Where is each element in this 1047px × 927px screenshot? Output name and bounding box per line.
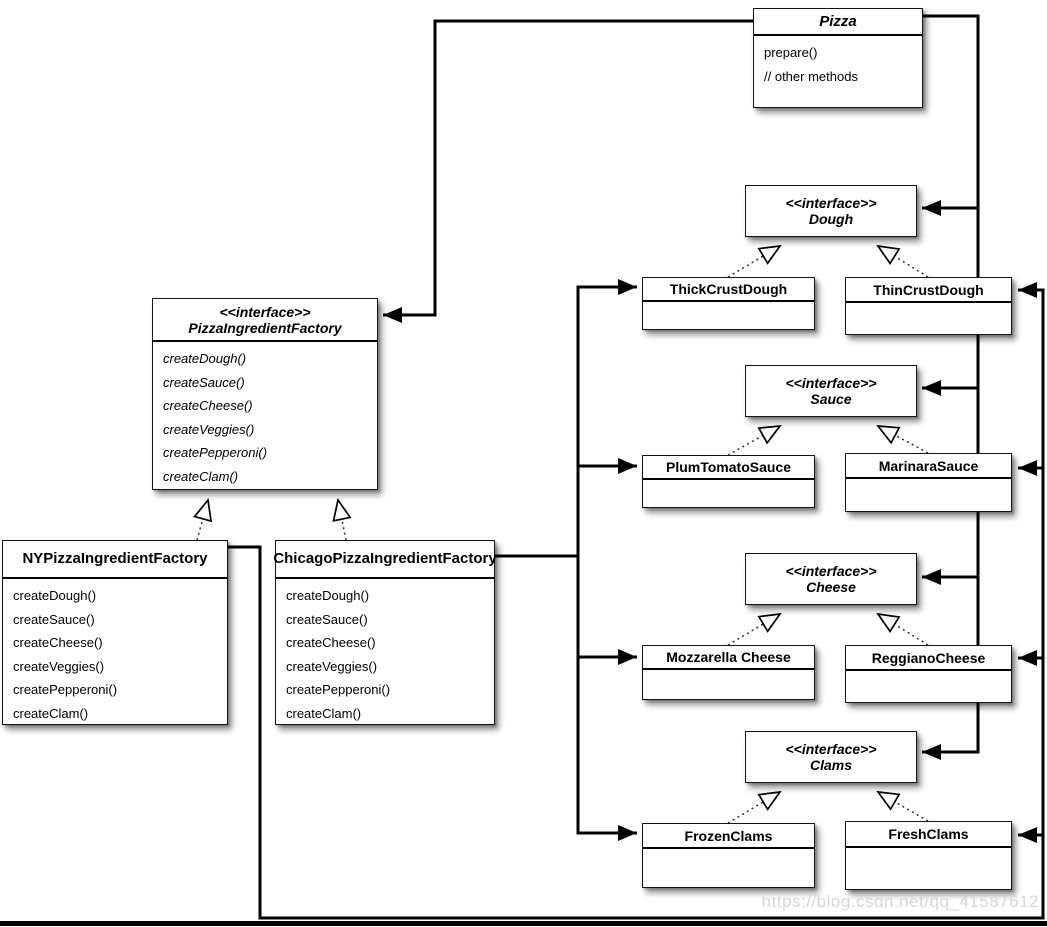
class-pizza: Pizza prepare() // other methods (753, 8, 923, 108)
method: createVeggies() (163, 421, 255, 437)
method: createCheese() (163, 398, 253, 413)
class-title: Mozzarella Cheese (666, 649, 791, 665)
method: createClam() (286, 705, 362, 721)
method: createSauce() (163, 374, 245, 390)
method: createCheese() (13, 635, 103, 650)
bottom-border-bar (0, 921, 1047, 926)
association-pizza-to-ingredient-factory (383, 19, 753, 323)
interface-sauce: <<interface>> Sauce (745, 365, 917, 417)
interface-stereotype: <<interface>> (785, 741, 877, 757)
class-title: Pizza (819, 12, 857, 30)
class-title: FreshClams (888, 826, 969, 842)
method: createDough() (286, 588, 370, 603)
class-title: Sauce (810, 391, 852, 407)
realization-freshclams-implements-clams (876, 790, 929, 822)
class-plum-tomato-sauce: PlumTomatoSauce (642, 455, 815, 508)
class-title: MarinaraSauce (878, 457, 979, 474)
class-title: ReggianoCheese (871, 649, 986, 666)
class-title: ChicagoPizzaIngredientFactory (273, 550, 497, 567)
method: createDough() (163, 351, 247, 366)
association-chicago-to-frozenclams (576, 556, 637, 841)
class-title: NYPizzaIngredientFactory (22, 550, 208, 567)
method: prepare() (764, 45, 818, 60)
class-title: Dough (808, 211, 854, 227)
method: createClam() (13, 705, 89, 721)
class-reggiano-cheese: ReggianoCheese (845, 645, 1012, 703)
realization-marinarasauce-implements-sauce (876, 424, 929, 454)
class-fresh-clams: FreshClams (845, 821, 1012, 890)
watermark-url: https://blog.csdn.net/qq_41587612 (761, 892, 1039, 911)
method: createClam() (163, 468, 239, 484)
class-title: Cheese (806, 579, 856, 595)
method: createSauce() (286, 611, 368, 627)
method: createCheese() (286, 635, 376, 650)
class-title: PizzaIngredientFactory (188, 319, 342, 336)
realization-thickcrustdough-implements-dough (727, 244, 782, 278)
association-ny-to-thincrustdough (228, 282, 1045, 920)
interface-pizza-ingredient-factory: <<interface>> PizzaIngredientFactory cre… (152, 298, 378, 490)
realization-chicagofactory-implements-interface (332, 497, 352, 541)
class-title: ThinCrustDough (873, 281, 984, 298)
class-mozzarella-cheese: Mozzarella Cheese (642, 645, 815, 700)
interface-clams: <<interface>> Clams (745, 731, 917, 783)
class-title: ThickCrustDough (669, 281, 788, 297)
realization-frozenclams-implements-clams (727, 790, 782, 824)
association-chicago-to-thickcrustdough (576, 279, 637, 556)
class-frozen-clams: FrozenClams (642, 823, 815, 888)
interface-stereotype: <<interface>> (785, 195, 877, 211)
method: createPepperoni() (13, 682, 118, 697)
class-marinara-sauce: MarinaraSauce (845, 453, 1012, 512)
interface-stereotype: <<interface>> (785, 375, 877, 391)
realization-nyfactory-implements-interface (193, 497, 213, 541)
realization-plumtomatosauce-implements-sauce (727, 424, 782, 456)
method: createDough() (13, 588, 97, 603)
class-ny-pizza-ingredient-factory: NYPizzaIngredientFactory createDough() c… (2, 540, 228, 725)
method: createSauce() (13, 611, 95, 627)
class-thick-crust-dough: ThickCrustDough (642, 277, 815, 330)
method: createPepperoni() (286, 682, 391, 697)
interface-cheese: <<interface>> Cheese (745, 553, 917, 605)
interface-stereotype: <<interface>> (785, 563, 877, 579)
class-title: Clams (809, 757, 853, 773)
interface-stereotype: <<interface>> (219, 303, 311, 320)
method: createPepperoni() (163, 445, 268, 460)
class-thin-crust-dough: ThinCrustDough (845, 277, 1012, 335)
association-pizza-to-clams (922, 14, 980, 760)
class-title: FrozenClams (684, 827, 773, 844)
realization-mozzarellacheese-implements-cheese (727, 612, 782, 646)
realization-reggianocheese-implements-cheese (876, 612, 929, 646)
class-title: PlumTomatoSauce (666, 459, 791, 475)
interface-dough: <<interface>> Dough (745, 185, 917, 237)
class-chicago-pizza-ingredient-factory: ChicagoPizzaIngredientFactory createDoug… (273, 540, 497, 725)
method: createVeggies() (13, 658, 105, 674)
method: // other methods (764, 68, 858, 84)
realization-thincrustdough-implements-dough (876, 244, 929, 278)
method: createVeggies() (286, 658, 378, 674)
